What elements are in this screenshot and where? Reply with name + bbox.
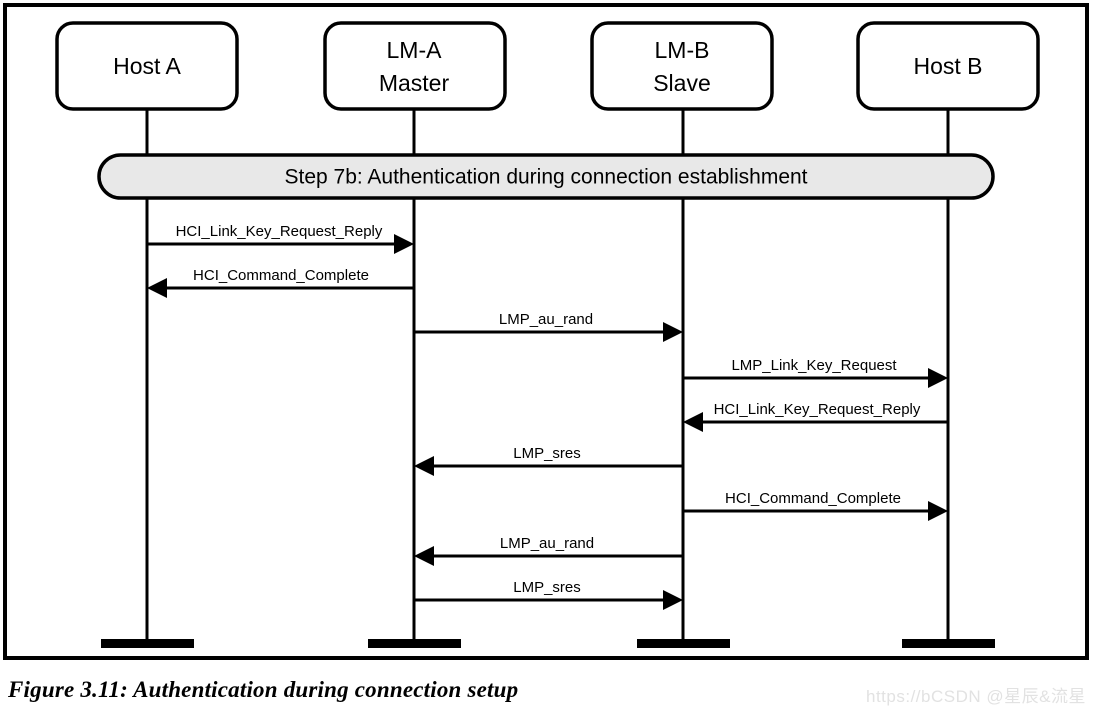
message-arrow[interactable]: HCI_Link_Key_Request_Reply <box>147 223 414 254</box>
actor-box-host-a[interactable]: Host A <box>55 21 239 111</box>
actor-label-host-a-line1: Host A <box>113 53 181 79</box>
arrowhead-right-icon <box>663 322 683 342</box>
actor-box-rect <box>55 21 239 111</box>
message-arrow[interactable]: HCI_Command_Complete <box>683 490 948 521</box>
watermark-text: https://bCSDN @星辰&流星 <box>866 687 1086 706</box>
message-arrow[interactable]: LMP_sres <box>414 579 683 610</box>
arrowhead-left-icon <box>147 278 167 298</box>
terminator-lm-b <box>637 639 730 648</box>
actor-box-lm-b[interactable]: LM-B Slave <box>590 21 774 111</box>
message-label: LMP_au_rand <box>500 535 594 552</box>
step-banner-rect <box>97 153 995 200</box>
message-label: HCI_Link_Key_Request_Reply <box>176 223 383 240</box>
message-label: LMP_sres <box>513 579 581 596</box>
message-label: LMP_sres <box>513 445 581 462</box>
message-label: HCI_Link_Key_Request_Reply <box>714 401 921 418</box>
arrowhead-right-icon <box>928 368 948 388</box>
step-banner[interactable]: Step 7b: Authentication during connectio… <box>97 153 995 200</box>
terminator-host-a <box>101 639 194 648</box>
arrowhead-right-icon <box>394 234 414 254</box>
arrowhead-right-icon <box>663 590 683 610</box>
message-arrow[interactable]: LMP_sres <box>414 445 683 476</box>
arrowhead-right-icon <box>928 501 948 521</box>
arrowhead-left-icon <box>414 456 434 476</box>
step-banner-label: Step 7b: Authentication during connectio… <box>284 166 807 189</box>
message-label: HCI_Command_Complete <box>193 267 369 284</box>
message-label: LMP_au_rand <box>499 311 593 328</box>
actor-label-lm-b-line2: Slave <box>653 70 711 96</box>
actor-box-lm-a[interactable]: LM-A Master <box>323 21 507 111</box>
terminator-lm-a <box>368 639 461 648</box>
terminator-host-b <box>902 639 995 648</box>
arrowhead-left-icon <box>683 412 703 432</box>
figure-caption: Figure 3.11: Authentication during conne… <box>8 677 519 702</box>
message-arrow[interactable]: HCI_Link_Key_Request_Reply <box>683 401 948 432</box>
actor-box-host-b[interactable]: Host B <box>856 21 1040 111</box>
actor-box-rect <box>856 21 1040 111</box>
message-arrow[interactable]: LMP_au_rand <box>414 311 683 342</box>
message-arrow[interactable]: LMP_au_rand <box>414 535 683 566</box>
actor-box-rect <box>590 21 774 111</box>
message-arrow[interactable]: HCI_Command_Complete <box>147 267 414 298</box>
actor-label-lm-a-line2: Master <box>379 70 450 96</box>
actor-label-host-b-line1: Host B <box>913 53 982 79</box>
arrowhead-left-icon <box>414 546 434 566</box>
actor-box-rect <box>323 21 507 111</box>
message-arrow[interactable]: LMP_Link_Key_Request <box>683 357 948 388</box>
actor-label-lm-a-line1: LM-A <box>387 37 443 63</box>
message-label: HCI_Command_Complete <box>725 490 901 507</box>
terminator-group <box>101 639 995 648</box>
message-label: LMP_Link_Key_Request <box>731 357 897 374</box>
actor-label-lm-b-line1: LM-B <box>655 37 710 63</box>
